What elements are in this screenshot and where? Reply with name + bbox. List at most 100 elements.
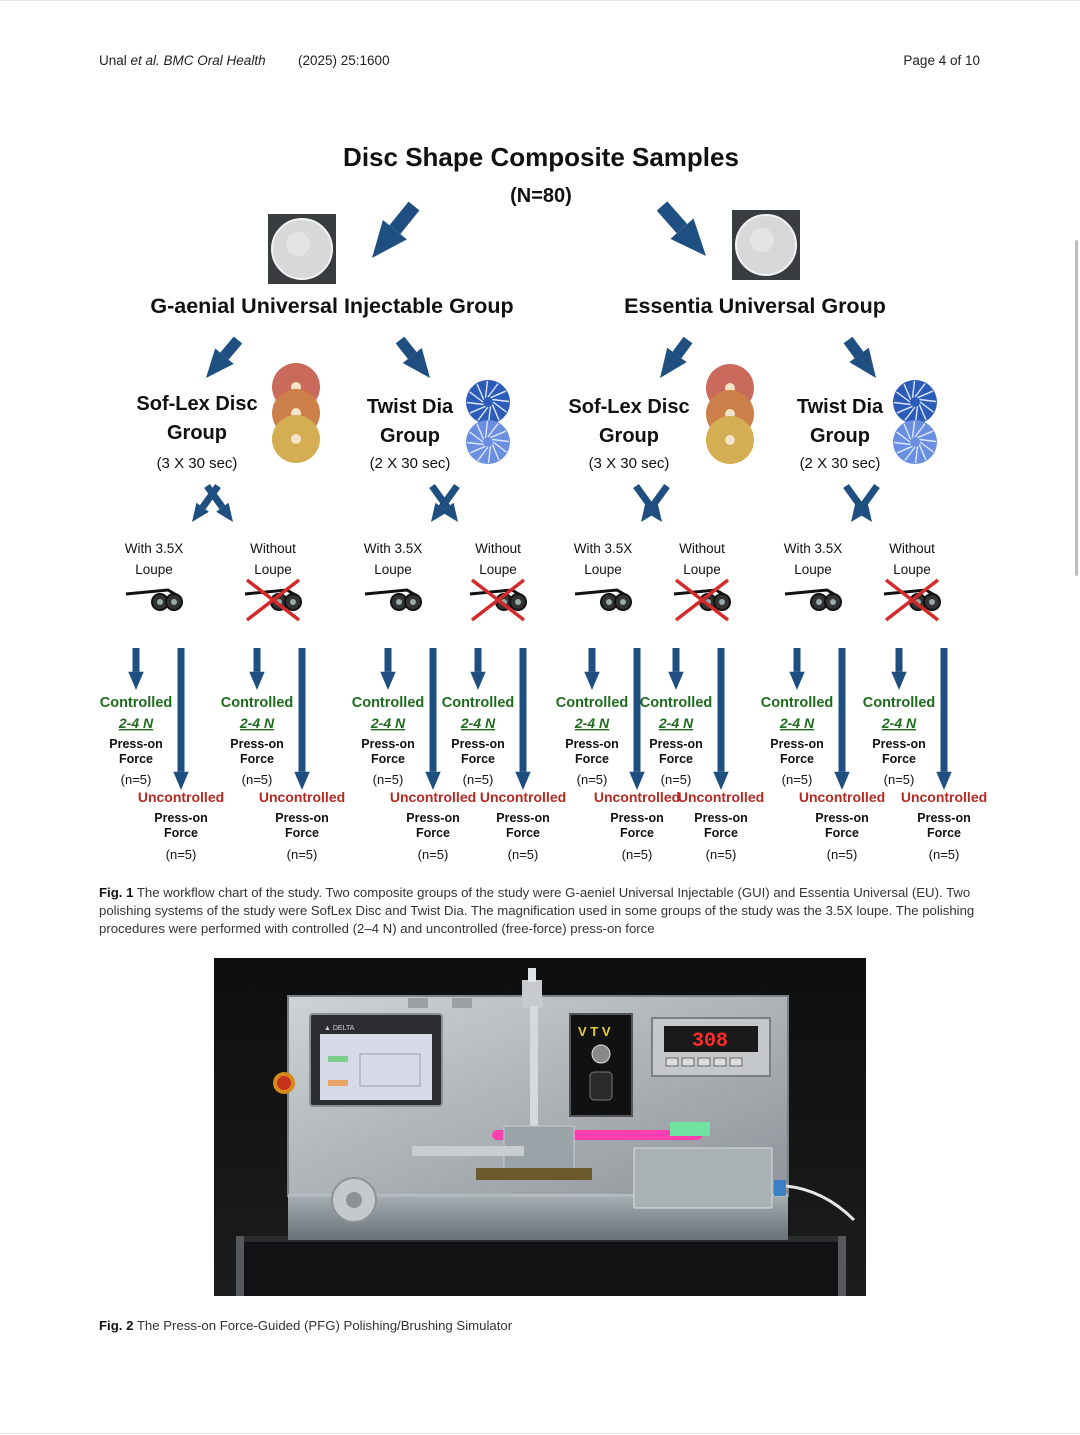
force-3-controlled-force: Force <box>371 752 405 766</box>
force-6-controlled-label: Controlled <box>640 695 713 711</box>
force-6-uncontrolled-n: (n=5) <box>706 847 737 862</box>
subgroup-4-duration: (2 X 30 sec) <box>800 455 881 472</box>
branch-8-no-loupe-icon-lens-glint-2 <box>929 599 935 605</box>
branch-5-loupe-icon-lens-glint-1 <box>606 599 612 605</box>
subgroup-2-group-word: Group <box>380 425 440 447</box>
subgroup-4-twistdia-icon-wheel-2 <box>893 420 937 464</box>
branch-2-no-loupe-icon-cross-2 <box>245 578 301 622</box>
force-7-force-range: 2-4 N <box>779 715 815 731</box>
force-1-uncontrolled-label: Uncontrolled <box>138 789 224 805</box>
branch-3-loupe-icon-lens-glint-1 <box>396 599 402 605</box>
force-3-controlled-arrow <box>380 648 396 690</box>
branch-7-loupe-line1: With 3.5X <box>784 541 843 556</box>
branch-4-loupe-line2: Loupe <box>479 562 517 577</box>
branch-7-loupe-icon-lens-glint-2 <box>830 599 836 605</box>
force-2-uncontrolled-label: Uncontrolled <box>259 789 345 805</box>
branch-8-arrow <box>843 483 872 522</box>
force-4-uncontrolled-arrow <box>515 648 531 790</box>
force-7-uncontrolled-force: Force <box>825 826 859 840</box>
branch-1-loupe-line2: Loupe <box>135 562 173 577</box>
branch-5-loupe-line1: With 3.5X <box>574 541 633 556</box>
branch-8-loupe-line1: Without <box>889 541 935 556</box>
force-4-controlled-presson: Press-on <box>451 737 505 751</box>
force-4-force-range: 2-4 N <box>460 715 496 731</box>
force-display-reading: 308 <box>692 1030 728 1053</box>
force-6-controlled-arrow <box>668 648 684 690</box>
force-4-controlled-label: Controlled <box>442 695 515 711</box>
force-2-uncontrolled-arrow <box>294 648 310 790</box>
scrollbar[interactable] <box>1075 240 1078 576</box>
force-7-controlled-arrow <box>789 648 805 690</box>
arrow-title-to-gui <box>372 201 420 258</box>
force-7-controlled-label: Controlled <box>761 695 834 711</box>
branch-1-arrow <box>192 483 221 522</box>
branch-6-loupe-line2: Loupe <box>683 562 721 577</box>
figure-1-label: Fig. 1 <box>99 885 134 900</box>
force-6-controlled-n: (n=5) <box>661 772 692 787</box>
force-2-controlled-label: Controlled <box>221 695 294 711</box>
force-3-uncontrolled-presson: Press-on <box>406 811 460 825</box>
subgroup-2-name: Twist Dia <box>367 396 454 418</box>
gui-sample-photo-highlight <box>286 232 310 256</box>
force-5-uncontrolled-presson: Press-on <box>610 811 664 825</box>
branch-7-loupe-line2: Loupe <box>794 562 832 577</box>
force-8-uncontrolled-n: (n=5) <box>929 847 960 862</box>
force-1-controlled-force: Force <box>119 752 153 766</box>
force-8-uncontrolled-presson: Press-on <box>917 811 971 825</box>
branch-8-loupe-line2: Loupe <box>893 562 931 577</box>
force-4-controlled-force: Force <box>461 752 495 766</box>
force-3-controlled-label: Controlled <box>352 695 425 711</box>
force-1-controlled-presson: Press-on <box>109 737 163 751</box>
force-2-controlled-n: (n=5) <box>242 772 273 787</box>
branch-2-loupe-line1: Without <box>250 541 296 556</box>
branch-1-loupe-icon-lens-glint-1 <box>157 599 163 605</box>
branch-3-loupe-icon-lens-glint-2 <box>410 599 416 605</box>
force-2-controlled-presson: Press-on <box>230 737 284 751</box>
branch-4-arrow <box>429 483 458 522</box>
branch-5-loupe-icon-lens-glint-2 <box>620 599 626 605</box>
force-6-controlled-force: Force <box>659 752 693 766</box>
branch-4-no-loupe-icon-lens-glint-2 <box>515 599 521 605</box>
force-5-controlled-label: Controlled <box>556 695 629 711</box>
force-5-force-range: 2-4 N <box>574 715 610 731</box>
figure-2-label: Fig. 2 <box>99 1318 134 1333</box>
subgroup-4-arrow <box>843 336 876 378</box>
force-5-controlled-n: (n=5) <box>577 772 608 787</box>
force-2-force-range: 2-4 N <box>239 715 275 731</box>
subgroup-3-arrow <box>660 336 693 378</box>
running-head-page: Page 4 of 10 <box>903 53 980 68</box>
force-1-uncontrolled-arrow <box>173 648 189 790</box>
force-3-controlled-presson: Press-on <box>361 737 415 751</box>
force-4-uncontrolled-n: (n=5) <box>508 847 539 862</box>
force-7-controlled-presson: Press-on <box>770 737 824 751</box>
force-7-controlled-n: (n=5) <box>782 772 813 787</box>
force-3-controlled-n: (n=5) <box>373 772 404 787</box>
branch-5-loupe-line2: Loupe <box>584 562 622 577</box>
force-8-controlled-force: Force <box>882 752 916 766</box>
force-5-uncontrolled-force: Force <box>620 826 654 840</box>
force-2-uncontrolled-presson: Press-on <box>275 811 329 825</box>
force-8-uncontrolled-arrow <box>936 648 952 790</box>
force-3-uncontrolled-label: Uncontrolled <box>390 789 476 805</box>
force-8-controlled-arrow <box>891 648 907 690</box>
group-title-gui: G-aenial Universal Injectable Group <box>150 294 513 318</box>
force-1-uncontrolled-presson: Press-on <box>154 811 208 825</box>
subgroup-3-group-word: Group <box>599 425 659 447</box>
subgroup-2-twistdia-icon-wheel-1 <box>466 380 510 424</box>
subgroup-4-name: Twist Dia <box>797 396 884 418</box>
force-6-controlled-presson: Press-on <box>649 737 703 751</box>
branch-3-loupe-line1: With 3.5X <box>364 541 423 556</box>
figure-1-caption-text: The workflow chart of the study. Two com… <box>99 885 975 936</box>
arrow-title-to-eu <box>656 201 706 256</box>
force-2-uncontrolled-force: Force <box>285 826 319 840</box>
subgroup-3-soflex-icon-disc-hub-3 <box>725 435 735 445</box>
svg-text:▲ DELTA: ▲ DELTA <box>324 1025 355 1032</box>
total-sample-count: (N=80) <box>510 185 572 207</box>
force-3-force-range: 2-4 N <box>370 715 406 731</box>
force-8-uncontrolled-label: Uncontrolled <box>901 789 987 805</box>
branch-4-loupe-line1: Without <box>475 541 521 556</box>
branch-6-no-loupe-icon-cross-2 <box>674 578 730 622</box>
force-4-uncontrolled-presson: Press-on <box>496 811 550 825</box>
running-head-authors: Unal et al. BMC Oral Health <box>99 53 266 68</box>
